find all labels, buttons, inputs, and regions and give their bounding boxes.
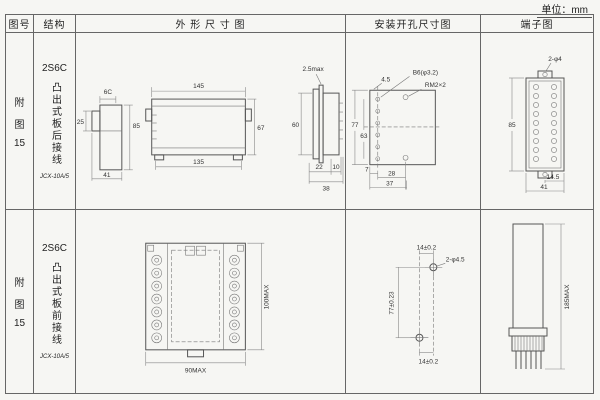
hole-label-2: RM2×2 [425, 82, 446, 89]
dim-left-inner: 63 [360, 132, 368, 139]
row2-structure: 2S6C 凸出式板前接线 JCX-10A/5 [34, 210, 76, 393]
outline-drawing-front-wiring: 90MAX 100MAX [145, 242, 270, 375]
header-structure: 结构 [34, 15, 76, 33]
relay-front-view [145, 86, 257, 170]
dim-b1: 14.5 [547, 174, 560, 181]
row2-fig-no: 附 图 15 [6, 210, 34, 393]
dim-right: 185MAX [564, 284, 571, 310]
dim-b3: 37 [386, 180, 394, 187]
type-code: JCX-10A/5 [39, 173, 69, 180]
row1-terminal-cell: 2-φ4 85 14.5 41 [481, 33, 593, 210]
dim-side-top: 6C [104, 89, 113, 96]
fig-char: 15 [13, 137, 26, 149]
fig-char: 附 [14, 97, 25, 109]
outline-drawing-rear-wiring: 6C 25 85 41 [77, 66, 344, 192]
dim-front-top: 145 [193, 83, 204, 90]
fig-char: 附 [14, 278, 25, 289]
panel-cutout [351, 75, 442, 189]
mounting-hole-drawing-front: 14±0.2 2-φ4.5 77±0.23 14±0.2 [389, 244, 465, 366]
row1-structure: 2S6C 凸出式板后接线 JCX-10A/5 [34, 33, 76, 210]
dim-panel-left: 60 [292, 121, 300, 128]
dim-left: 77±0.23 [389, 291, 396, 315]
dim-left: 85 [508, 122, 516, 129]
dim-bottom: 90MAX [185, 368, 207, 375]
header-terminal: 端子图 [481, 15, 593, 33]
row2-terminal-cell: 185MAX [481, 210, 593, 393]
type-code: JCX-10A/5 [39, 354, 69, 360]
row2-mounting-cell: 14±0.2 2-φ4.5 77±0.23 14±0.2 [346, 210, 481, 393]
fig-char: 15 [13, 318, 26, 329]
dim-panel-top: 2.5max [303, 66, 325, 73]
row2-outline-cell: 90MAX 100MAX [76, 210, 346, 393]
dim-top: 14±0.2 [417, 244, 437, 251]
dim-front-bottom: 135 [193, 158, 204, 165]
dim-front-right: 67 [257, 124, 265, 131]
relay-side-profile [508, 223, 565, 370]
dim-b1: 7 [365, 166, 369, 173]
row1-fig-no: 附 图 15 [6, 33, 34, 210]
header-outline: 外 形 尺 寸 图 [76, 15, 346, 33]
structure-desc: 凸出式板前接线 [49, 262, 61, 346]
dimension-table: 图号 结构 外 形 尺 寸 图 安装开孔尺寸图 端子图 附 图 15 2S6C … [5, 14, 594, 394]
header-fig-no: 图号 [6, 15, 34, 33]
dim-left-outer: 77 [351, 121, 359, 128]
dim-side-right: 85 [133, 122, 141, 129]
dim-b2: 41 [540, 184, 548, 191]
dim-holes: 2-φ4 [548, 56, 562, 63]
dim-panel-b2: 10 [332, 163, 340, 170]
drill-holes [395, 250, 446, 356]
dim-b2: 28 [388, 170, 396, 177]
row1-mounting-cell: 4.5 B6(φ3.2) RM2×2 77 63 7 28 37 [346, 33, 481, 210]
terminal-block [509, 62, 565, 193]
relay-front-view [145, 242, 265, 366]
terminal-drawing-rear: 2-φ4 85 14.5 41 [508, 56, 565, 193]
model-label: 2S6C [41, 62, 67, 74]
relay-panel-side-view [298, 73, 344, 184]
dim-bottom: 14±0.2 [419, 359, 439, 366]
hole-label: 2-φ4.5 [446, 256, 465, 263]
model-label: 2S6C [41, 243, 67, 254]
dim-top: 4.5 [381, 76, 390, 83]
fig-char: 图 [14, 119, 25, 131]
structure-desc: 凸出式板后接线 [49, 81, 61, 166]
terminal-drawing-front: 185MAX [508, 223, 571, 370]
dim-side-left: 25 [77, 118, 85, 125]
hole-label-1: B6(φ3.2) [413, 69, 438, 76]
header-mounting: 安装开孔尺寸图 [346, 15, 481, 33]
dim-panel-b1: 22 [315, 163, 323, 170]
relay-side-view [82, 95, 133, 181]
row1-outline-cell: 6C 25 85 41 [76, 33, 346, 210]
dim-panel-b3: 38 [322, 185, 330, 192]
mounting-hole-drawing-rear: 4.5 B6(φ3.2) RM2×2 77 63 7 28 37 [351, 69, 446, 189]
dim-right: 100MAX [263, 284, 270, 309]
unit-label: 单位：mm [537, 1, 592, 18]
fig-char: 图 [14, 300, 25, 311]
dim-side-bottom: 41 [103, 171, 111, 178]
